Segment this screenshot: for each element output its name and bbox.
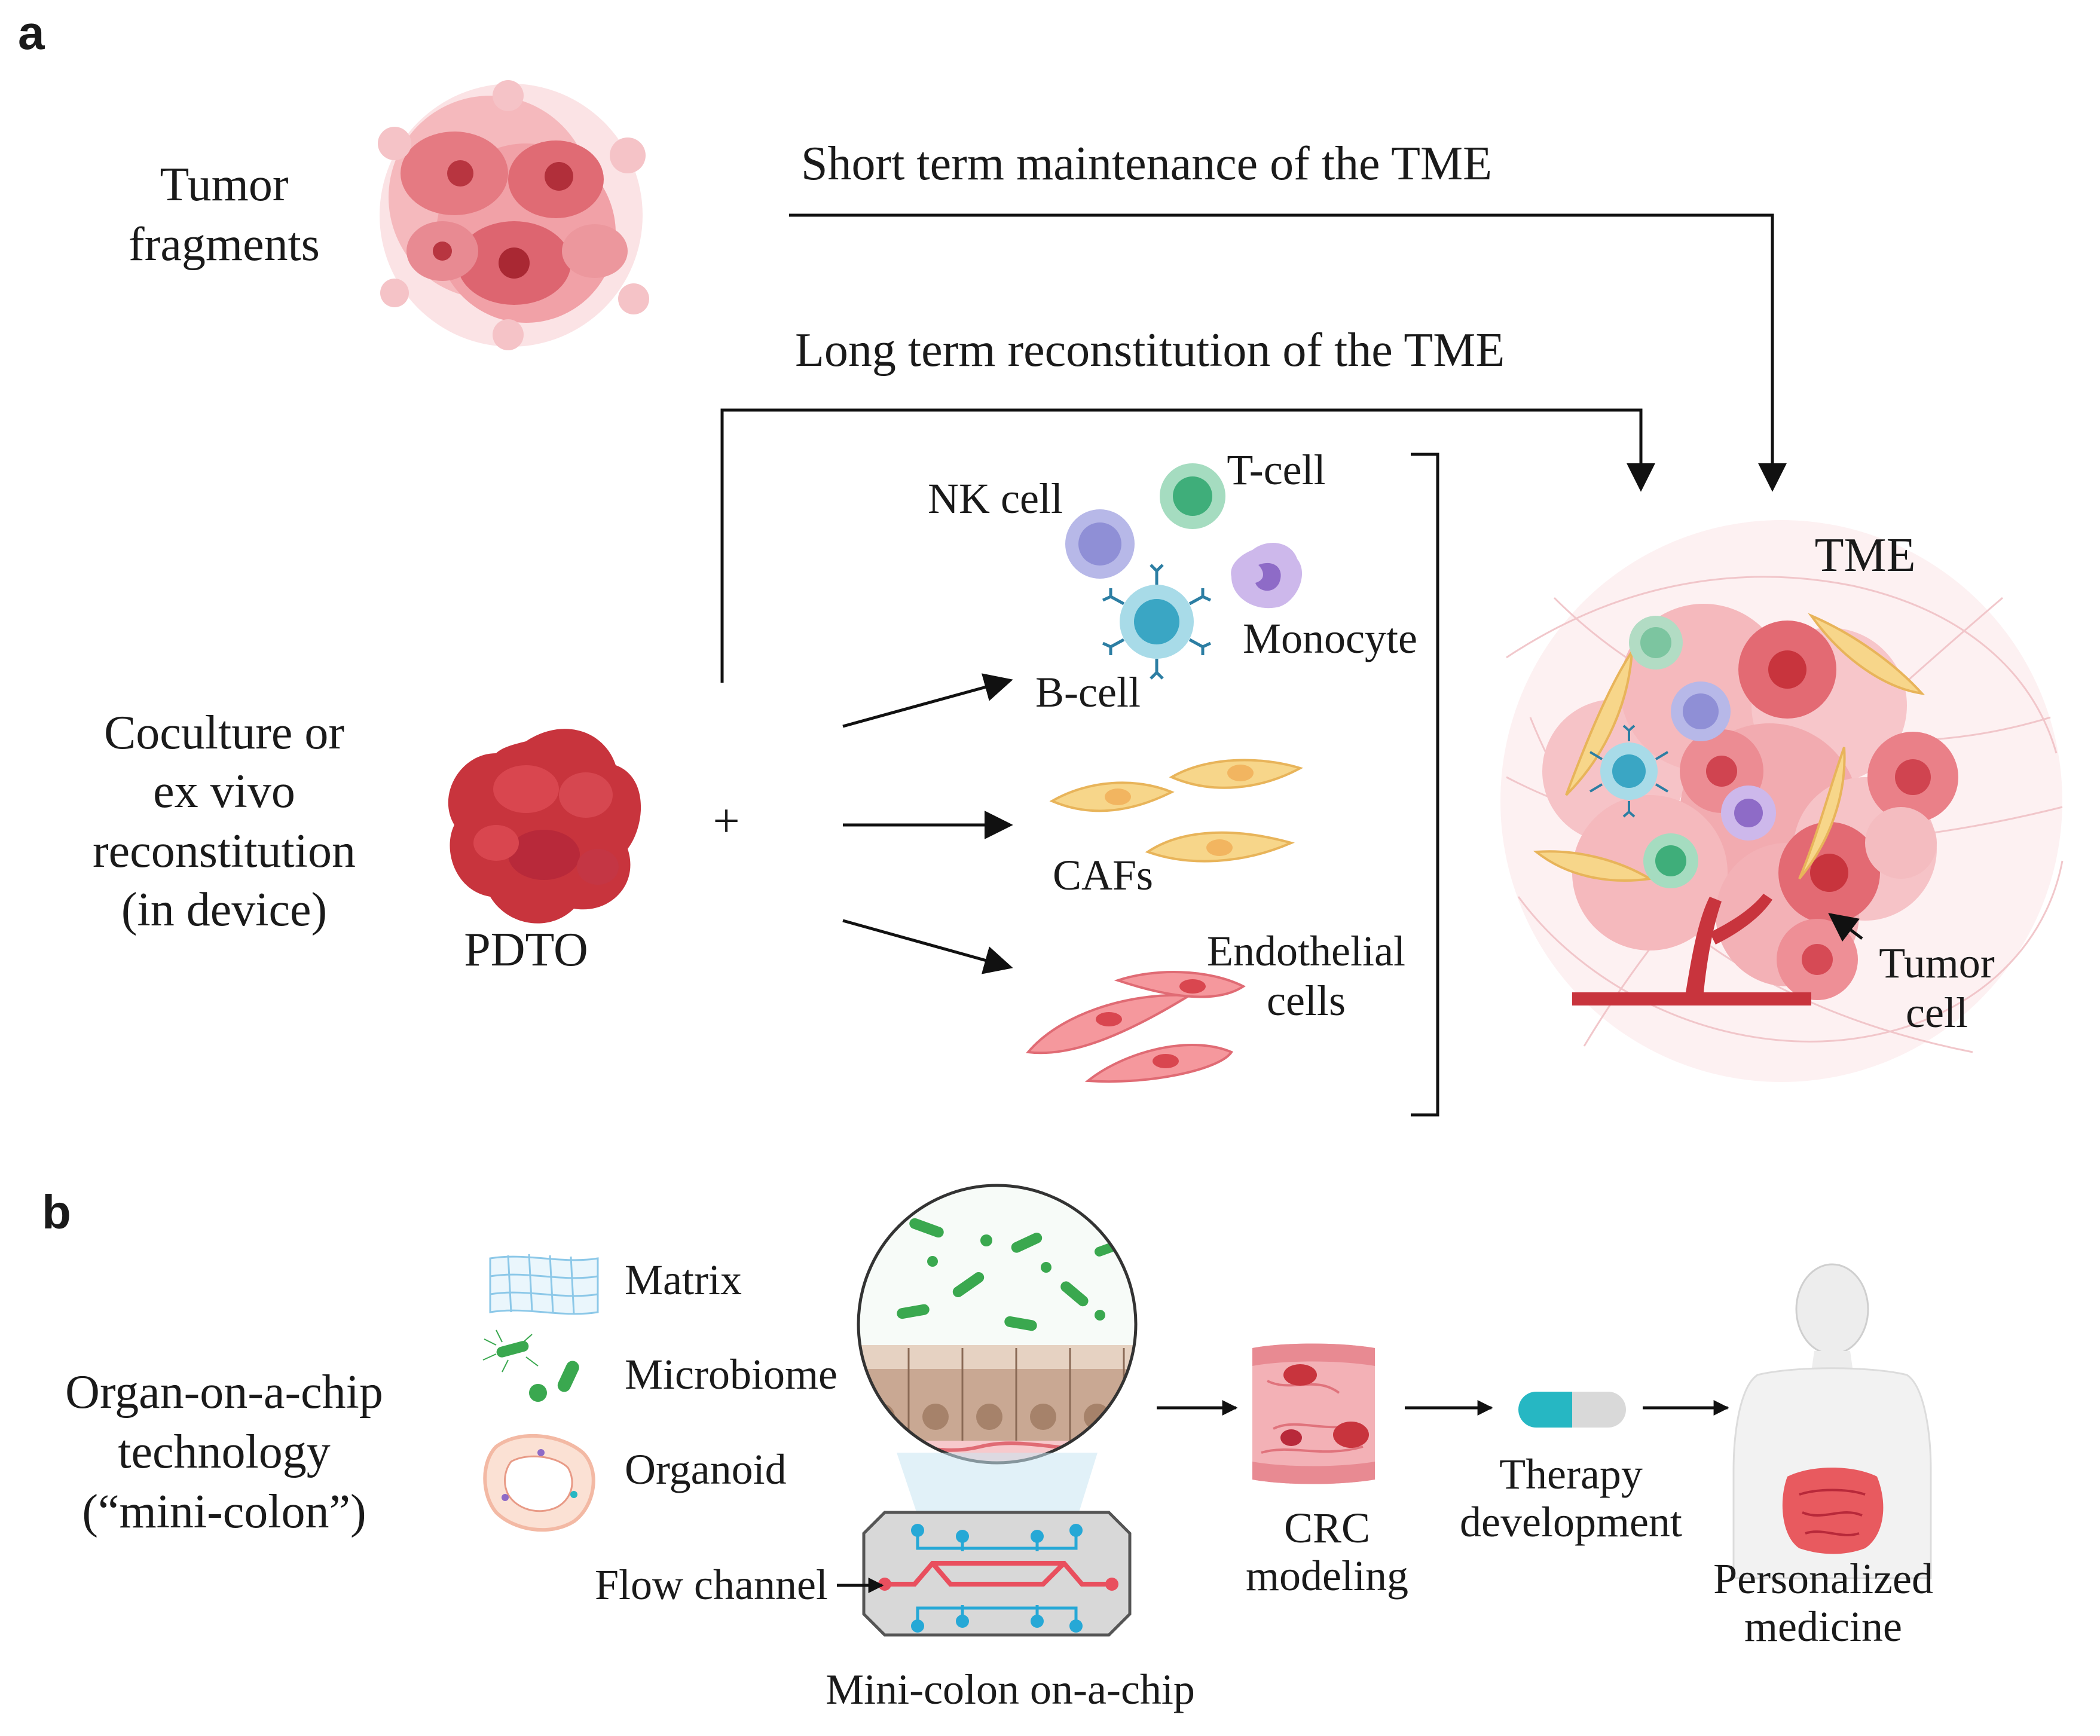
therapy-label-1: Therapy (1499, 1450, 1643, 1498)
panel-a-letter: a (18, 6, 45, 59)
tumor-cell-label-1: Tumor (1879, 939, 1994, 987)
tumor-cell-label-2: cell (1906, 989, 1968, 1037)
monocyte-icon (1231, 543, 1303, 609)
pdto-label: PDTO (464, 924, 588, 976)
legend-microbiome-label: Microbiome (625, 1350, 837, 1398)
therapy-label-2: development (1460, 1498, 1682, 1546)
nk-cell-label: NK cell (928, 475, 1063, 522)
cafs-label: CAFs (1053, 851, 1153, 899)
tme-label: TME (1815, 529, 1916, 582)
drug-capsule-icon (1518, 1392, 1626, 1428)
crc-label-2: modeling (1246, 1552, 1408, 1600)
matrix-icon (489, 1254, 599, 1315)
tumor-fragments-illustration (378, 80, 649, 350)
t-cell-icon (1160, 463, 1225, 529)
short-term-label: Short term maintenance of the TME (801, 137, 1492, 190)
magnified-colon-view (857, 1184, 1138, 1560)
panel-b-letter: b (42, 1185, 71, 1239)
pdto-organoid (448, 729, 641, 924)
arrow-to-immune-cells (842, 673, 1013, 728)
personalized-label-1: Personalized (1713, 1555, 1933, 1603)
crc-tissue-icon (1252, 1343, 1375, 1484)
crc-label-1: CRC (1284, 1504, 1370, 1552)
b-cell-icon (1102, 564, 1212, 680)
coculture-label-3: reconstitution (93, 825, 356, 878)
organoid-icon (483, 1434, 595, 1532)
legend-matrix-label: Matrix (625, 1256, 742, 1304)
organ-chip-label-1: Organ-on-a-chip (65, 1366, 383, 1419)
tme-illustration (1500, 520, 2064, 1082)
tumor-fragments-label-1: Tumor (160, 158, 289, 211)
monocyte-label: Monocyte (1243, 615, 1417, 662)
t-cell-label: T-cell (1227, 446, 1325, 494)
nk-cell-icon (1065, 509, 1135, 579)
short-term-arrow (789, 213, 1787, 492)
tumor-fragments-label-2: fragments (129, 218, 320, 271)
mini-colon-chip (862, 1511, 1132, 1637)
cafs-icon (1049, 759, 1304, 863)
long-term-arrow (720, 408, 1655, 683)
personalized-label-2: medicine (1744, 1603, 1902, 1651)
coculture-label-4: (in device) (121, 884, 327, 936)
organ-chip-label-2: technology (118, 1426, 330, 1478)
organ-chip-label-3: (“mini-colon”) (82, 1486, 366, 1538)
endothelial-cells-icon (1026, 971, 1246, 1083)
mini-colon-label: Mini-colon on-a-chip (826, 1665, 1195, 1713)
coculture-label-2: ex vivo (153, 765, 295, 818)
flow-channel-label: Flow channel (595, 1561, 828, 1609)
arrow-to-endothelial (842, 919, 1013, 974)
long-term-label: Long term reconstitution of the TME (795, 324, 1505, 377)
microbiome-icon (482, 1329, 579, 1402)
legend-organoid-label: Organoid (625, 1445, 787, 1493)
b-cell-label: B-cell (1035, 668, 1141, 716)
tumor-cell-pointer (1828, 913, 1863, 942)
plus-sign: + (713, 795, 739, 848)
human-figure-icon (1732, 1263, 1932, 1579)
cell-types-bracket (1411, 453, 1439, 1117)
endothelial-label-2: cells (1267, 977, 1346, 1025)
endothelial-label-1: Endothelial (1207, 927, 1405, 975)
coculture-label-1: Coculture or (104, 707, 344, 759)
